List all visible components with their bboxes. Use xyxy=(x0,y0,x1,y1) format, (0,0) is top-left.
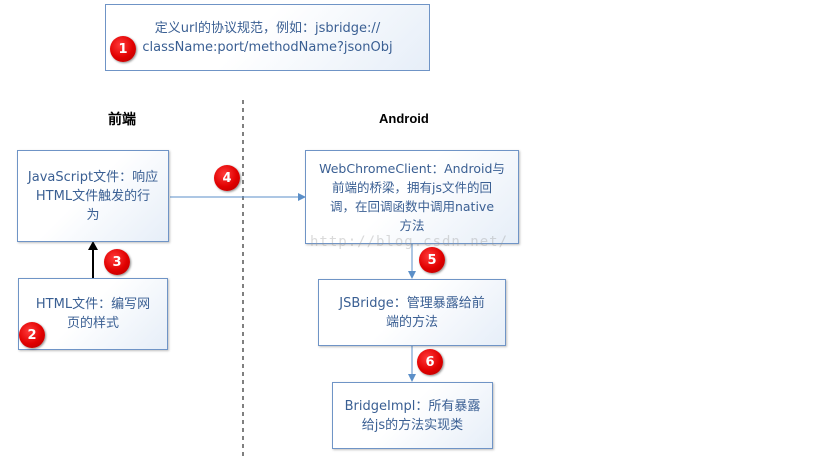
webchrome-box-line: WebChromeClient：Android与 xyxy=(319,161,505,176)
frontend-heading: 前端 xyxy=(108,111,136,127)
arrow-html-to-js-head xyxy=(88,241,98,250)
protocol-note-box: 定义url的协议规范，例如：jsbridge:// className:port… xyxy=(105,4,430,71)
step-badge-4: 4 xyxy=(214,165,240,191)
js-box-line: HTML文件触发的行 xyxy=(35,188,151,204)
jsbridge-box: JSBridge：管理暴露给前 端的方法 xyxy=(318,279,506,346)
watermark-text: http://blog.csdn.net/ xyxy=(310,234,509,250)
javascript-file-box: JavaScript文件：响应 HTML文件触发的行 为 xyxy=(17,150,169,242)
step-badge-2: 2 xyxy=(19,322,45,348)
android-heading: Android xyxy=(379,111,429,126)
jsbridge-box-line: 端的方法 xyxy=(385,314,438,330)
webchromeclient-box: WebChromeClient：Android与 前端的桥梁，拥有js文件的回 … xyxy=(305,150,519,244)
webchrome-box-line: 前端的桥梁，拥有js文件的回 xyxy=(332,180,492,195)
bridgeimpl-box: BridgeImpl：所有暴露 给js的方法实现类 xyxy=(332,382,493,449)
js-box-line: 为 xyxy=(86,207,100,223)
jsbridge-box-line: JSBridge：管理暴露给前 xyxy=(339,295,485,311)
step-badge-1: 1 xyxy=(110,36,136,62)
webchrome-box-line: 方法 xyxy=(399,218,425,233)
bridgeimpl-box-line: BridgeImpl：所有暴露 xyxy=(344,398,481,414)
bridgeimpl-box-line: 给js的方法实现类 xyxy=(361,417,464,433)
html-file-box: HTML文件：编写网 页的样式 xyxy=(18,278,168,350)
html-box-line: HTML文件：编写网 xyxy=(35,297,151,312)
step-badge-6: 6 xyxy=(417,349,443,375)
html-box-line: 页的样式 xyxy=(66,316,119,331)
protocol-note-line2: className:port/methodName?jsonObj xyxy=(142,39,393,55)
js-box-line: JavaScript文件：响应 xyxy=(27,169,159,185)
protocol-note-line1: 定义url的协议规范，例如：jsbridge:// xyxy=(154,20,381,36)
step-badge-5: 5 xyxy=(419,247,445,273)
step-badge-3: 3 xyxy=(104,249,130,275)
webchrome-box-line: 调，在回调函数中调用native xyxy=(329,199,495,214)
